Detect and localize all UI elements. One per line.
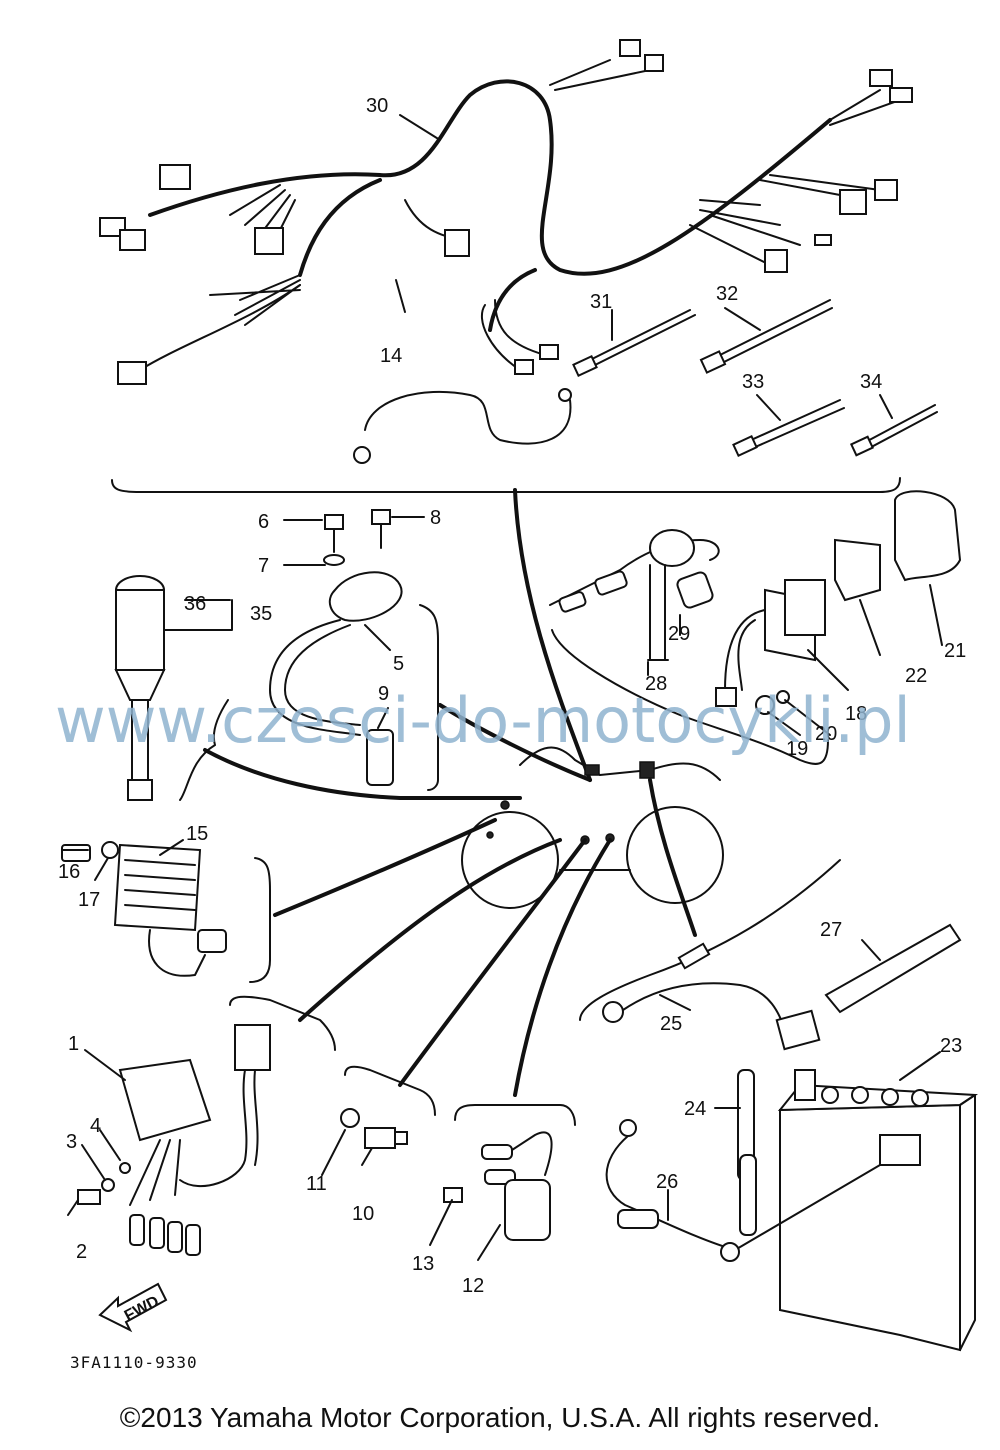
callout-26: 26 bbox=[656, 1171, 678, 1193]
relays bbox=[549, 490, 962, 765]
cdi-unit bbox=[77, 995, 336, 1256]
callout-5: 5 bbox=[393, 653, 404, 675]
callout-19: 19 bbox=[786, 738, 808, 760]
callout-18: 18 bbox=[845, 703, 867, 725]
callout-16: 16 bbox=[58, 861, 80, 883]
callout-35: 35 bbox=[250, 603, 272, 625]
motorcycle-outline bbox=[461, 746, 724, 909]
callout-1: 1 bbox=[68, 1033, 79, 1055]
callout-7: 7 bbox=[258, 555, 269, 577]
callout-20: 20 bbox=[815, 723, 837, 745]
copyright-notice: ©2013 Yamaha Motor Corporation, U.S.A. A… bbox=[119, 1402, 881, 1433]
callout-21: 21 bbox=[944, 640, 966, 662]
parts-10-11 bbox=[340, 1065, 436, 1149]
leader-lines bbox=[61, 114, 943, 1261]
callout-15: 15 bbox=[186, 823, 208, 845]
callout-36: 36 bbox=[184, 593, 206, 615]
callout-10: 10 bbox=[352, 1203, 374, 1225]
watermark: www.czesci-do-motocykli.pl bbox=[55, 684, 911, 757]
callout-28: 28 bbox=[645, 673, 667, 695]
callout-25: 25 bbox=[660, 1013, 682, 1035]
ignition-coil bbox=[269, 509, 439, 791]
main-switch bbox=[114, 575, 233, 801]
callout-31: 31 bbox=[590, 291, 612, 313]
wire-harness bbox=[99, 39, 913, 385]
fwd-arrow: FWD bbox=[98, 1282, 168, 1333]
callout-23: 23 bbox=[940, 1035, 962, 1057]
rectifier bbox=[61, 841, 271, 983]
callout-4: 4 bbox=[90, 1115, 101, 1137]
callout-33: 33 bbox=[742, 371, 764, 393]
callout-27: 27 bbox=[820, 919, 842, 941]
callout-22: 22 bbox=[905, 665, 927, 687]
callout-34: 34 bbox=[860, 371, 882, 393]
callout-3: 3 bbox=[66, 1131, 77, 1153]
callout-8: 8 bbox=[430, 507, 441, 529]
cable-ties bbox=[572, 299, 938, 457]
callout-14: 14 bbox=[380, 345, 402, 367]
callout-30: 30 bbox=[366, 95, 388, 117]
parts-12-13 bbox=[443, 1104, 576, 1241]
callout-29: 29 bbox=[668, 623, 690, 645]
part-callouts: 1 2 3 4 5 6 7 8 9 10 11 12 13 14 15 16 1… bbox=[58, 95, 966, 1297]
callout-11: 11 bbox=[306, 1173, 327, 1195]
callout-24: 24 bbox=[684, 1098, 706, 1120]
callout-13: 13 bbox=[412, 1253, 434, 1275]
cable-14 bbox=[353, 388, 572, 464]
callout-9: 9 bbox=[378, 683, 389, 705]
callout-6: 6 bbox=[258, 511, 269, 533]
drawing-code: 3FA1110-9330 bbox=[70, 1353, 198, 1372]
callout-32: 32 bbox=[716, 283, 738, 305]
callout-17: 17 bbox=[78, 889, 100, 911]
battery-group bbox=[579, 859, 979, 1352]
callout-12: 12 bbox=[462, 1275, 484, 1297]
callout-2: 2 bbox=[76, 1241, 87, 1263]
